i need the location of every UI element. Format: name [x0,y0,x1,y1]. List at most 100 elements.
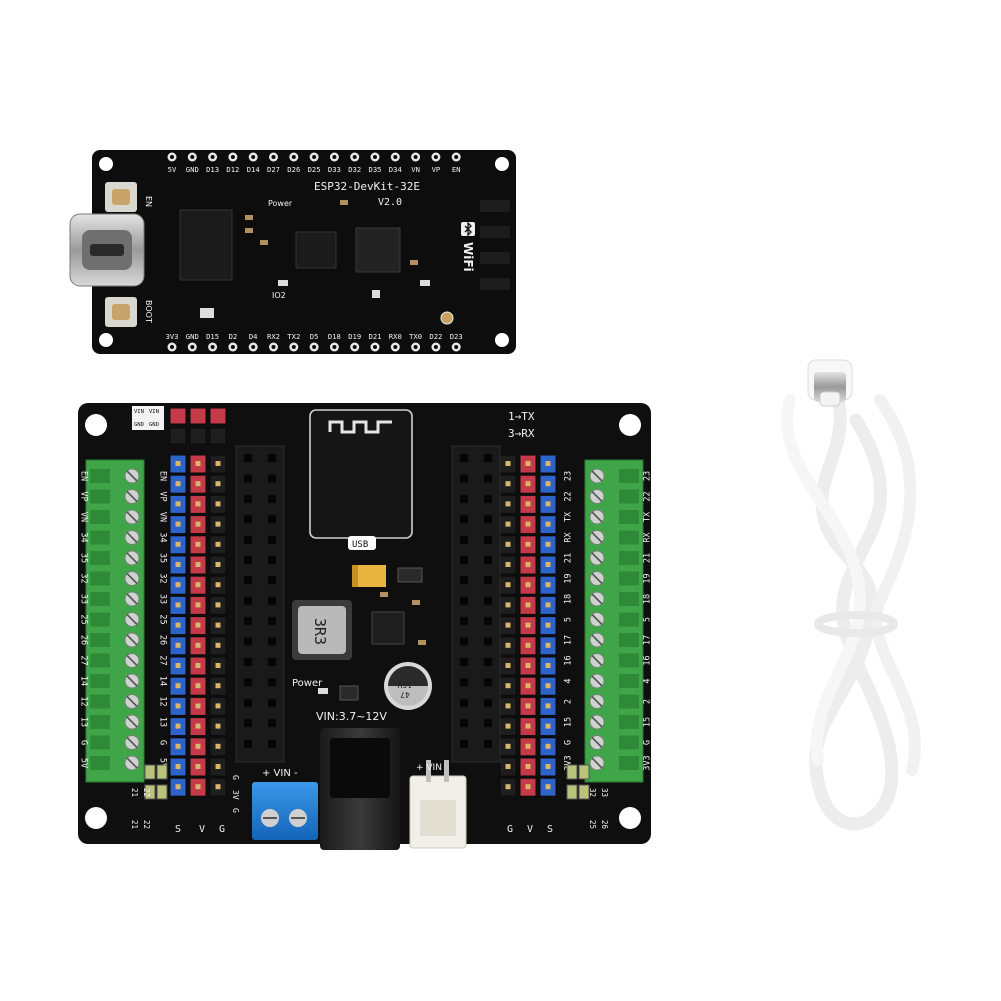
regulator-chip [371,611,405,645]
mount-hole [85,414,107,436]
socket-hole [244,637,252,646]
right-terminal-label: 5 [643,617,653,622]
devkit-top-pin-label: D35 [369,165,382,174]
devkit-bottom-pin-label: D2 [229,332,238,341]
antenna-trace-icon [328,420,392,434]
socket-hole [484,454,492,462]
left-pin-label: EN [158,471,168,481]
right-pin-label: 2 [564,699,574,704]
socket-hole [244,739,252,748]
tantalum-capacitor [352,565,386,587]
dc-barrel-jack [320,728,400,850]
left-pin-label: 35 [158,553,168,563]
socket-hole [484,739,492,748]
left-bottom-label: G [219,824,225,835]
socket-hole [484,617,492,626]
socket-hole [244,474,252,483]
left-pin-label: 26 [158,635,168,645]
power-header-label: GND [149,422,159,428]
devkit-bottom-pin-label: RX2 [267,332,280,341]
right-pin-label: 16 [564,655,574,665]
right-pin-label: 19 [564,573,574,583]
right-screw-terminal-block [584,459,644,783]
io2-label: IO2 [272,291,286,300]
left-terminal-label: 14 [79,676,89,686]
socket-hole [244,658,252,666]
i2c-label: 26 [600,820,609,830]
inductor-label: 3R3 [311,618,329,645]
right-terminal-label: 3V3 [643,755,653,770]
left-pin-label: 13 [158,717,168,727]
socket-hole [460,535,468,544]
socket-hole [268,678,276,687]
devkit-version-label: V2.0 [378,197,402,208]
devkit-top-pin-label: D25 [308,165,321,174]
ipex-antenna-connector [440,311,454,325]
devkit-bottom-pin-label: D21 [369,332,382,341]
power-header: VIN VIN GND GND [132,406,227,445]
devkit-bottom-pin-label: D19 [348,332,361,341]
devkit-top-pin-label: D13 [206,165,219,174]
devkit-bottom-pin-label: D15 [206,332,219,341]
socket-hole [484,637,492,646]
devkit-top-pin-label: D34 [389,165,402,174]
socket-hole [244,719,252,728]
left-terminal-label: EN [79,471,89,481]
left-pin-labels: ENENVPVPVNVN3434353532323333252526262727… [79,471,168,768]
power-header-label: VIN [149,409,159,415]
socket-hole [484,658,492,666]
socket-hole [460,576,468,585]
socket-hole [244,617,252,626]
devkit-top-pin-label: D12 [226,165,239,174]
socket-hole [460,596,468,605]
socket-hole [460,658,468,666]
i2c-label: 22 [142,820,151,829]
usb-c-icon [807,359,853,407]
devkit-bottom-pin-label: TX2 [287,332,300,341]
cable-tie [814,611,898,637]
right-pin-label: 18 [564,594,574,604]
devkit-bottom-pin-label: RX0 [389,332,402,341]
socket-hole [268,556,276,564]
devkit-top-pin-label: GND [186,165,199,174]
socket-hole [460,617,468,626]
socket-hole [484,535,492,544]
right-pin-label: 3V3 [564,755,574,770]
left-pin-label: 34 [158,532,168,542]
devkit-bottom-pin-label: GND [186,332,199,341]
left-terminal-label: VP [79,491,89,501]
socket-hole [268,576,276,585]
right-terminal-label: 22 [643,491,653,501]
left-pin-label: 32 [158,573,168,583]
i2c-label: 21 [130,788,139,797]
socket-hole [484,494,492,503]
right-terminal-label: 4 [643,678,653,683]
devkit-top-pin-label: 5V [168,165,177,174]
vin-jst-label: + VIN [416,763,442,773]
antenna-keepout-area [309,409,413,539]
mount-hole [99,333,113,347]
esp32-expansion-shield: ENENVPVPVNVN3434353532323333252526262727… [78,403,653,850]
right-terminal-label: 2 [643,699,653,704]
jst-vin-connector [409,760,467,849]
right-pin-label: 22 [564,491,574,501]
left-terminal-label: 5V [79,758,89,768]
right-pin-label: 21 [564,553,574,563]
socket-hole [244,596,252,605]
socket-hole [484,515,492,524]
right-terminal-label: G [643,740,653,745]
mount-hole [495,157,509,171]
socket-hole [484,576,492,585]
devkit-bottom-pin-label: D22 [429,332,442,341]
devkit-bottom-pin-label: D18 [328,332,341,341]
smd-diode [397,567,423,583]
right-female-header [451,445,501,763]
usb-label: USB [352,540,368,550]
power-header-label: GND [134,422,144,428]
devkit-bottom-pin-label: TX0 [409,332,422,341]
usb-uart-chip [179,209,233,281]
mount-hole [495,333,509,347]
mid-label: G [231,775,240,780]
